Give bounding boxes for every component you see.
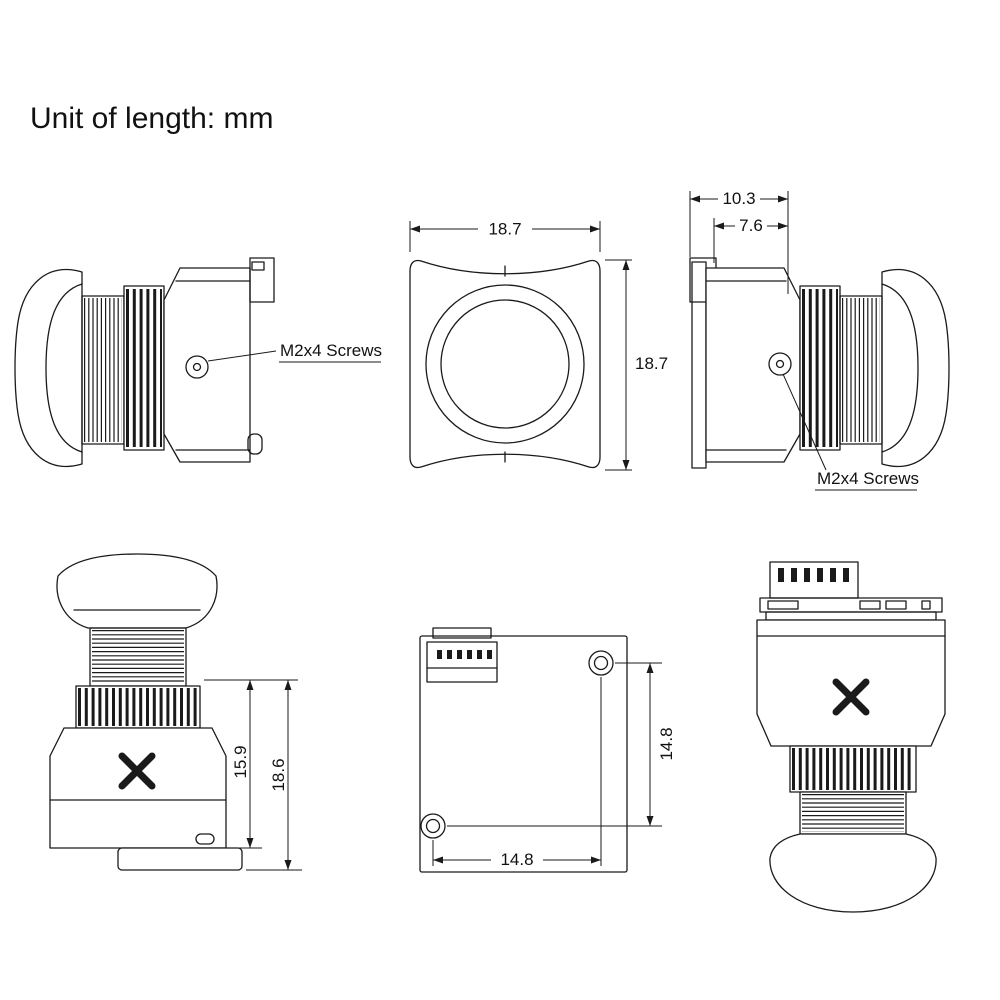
dim-hole-spacing-horizontal: 14.8 xyxy=(432,677,602,869)
knurl-ring xyxy=(789,745,917,793)
view-side-left: M2x4 Screws xyxy=(14,257,382,468)
arrow-right-icon xyxy=(778,195,788,203)
camera-body xyxy=(49,727,227,849)
mount-hole-icon xyxy=(588,650,614,676)
page-title: Unit of length: mm xyxy=(30,102,273,135)
arrow-up-icon xyxy=(284,680,292,690)
connector-pin-icon xyxy=(457,650,462,659)
lens-bezel-circle xyxy=(425,284,585,444)
lens-dome-outline xyxy=(56,553,218,629)
screw-hole-center-icon xyxy=(775,359,785,369)
horizontal-hole-spacing-value: 14.8 xyxy=(500,850,533,869)
screw-leader-line xyxy=(207,350,277,362)
arrow-down-icon xyxy=(622,460,630,470)
arrow-up-icon xyxy=(622,260,630,270)
camera-body xyxy=(705,267,801,463)
total-height-value: 18.6 xyxy=(269,758,288,791)
connector-pin-icon xyxy=(843,568,849,582)
front-height-value: 18.7 xyxy=(635,354,668,373)
rear-connector-block xyxy=(249,257,275,303)
smd-component xyxy=(859,600,881,610)
arrow-left-icon xyxy=(433,856,443,864)
screw-hole-icon xyxy=(768,352,792,376)
connector-pin-icon xyxy=(778,568,784,582)
connector-pin-icon xyxy=(477,650,482,659)
dim-hole-spacing-vertical: 14.8 xyxy=(447,662,676,827)
camera-body xyxy=(756,619,946,747)
dim-body-height: 15.9 xyxy=(204,679,298,849)
front-housing-outline xyxy=(409,259,601,469)
arrow-down-icon xyxy=(246,838,254,848)
lens-inner-arc xyxy=(881,283,919,453)
arrow-up-icon xyxy=(646,663,654,673)
connector-body xyxy=(426,641,498,683)
outer-depth-value: 10.3 xyxy=(722,189,755,208)
dim-depth-inner: 7.6 xyxy=(714,216,788,235)
arrow-up-icon xyxy=(246,680,254,690)
x-logo-icon xyxy=(832,678,870,716)
arrow-right-icon xyxy=(778,222,788,230)
lens-outline xyxy=(881,268,950,468)
dim-depth-outer: 10.3 xyxy=(689,189,789,294)
smd-component xyxy=(885,600,907,610)
lens-outline xyxy=(14,268,83,468)
screw-hole-icon xyxy=(185,355,209,379)
view-front: 18.7 18.7 xyxy=(409,220,668,471)
rear-connector-detail xyxy=(251,261,265,271)
screw-hole-center-icon xyxy=(192,362,202,372)
connector-pin-icon xyxy=(437,650,442,659)
screw-leader-line xyxy=(782,373,827,471)
body-height-value: 15.9 xyxy=(231,745,250,778)
connector-lip xyxy=(432,627,492,639)
knurl-ring xyxy=(75,685,201,729)
knurl-ring xyxy=(123,285,165,451)
smd-component xyxy=(921,600,931,610)
connector-pin-icon xyxy=(487,650,492,659)
view-standing-rear xyxy=(756,561,946,913)
arrow-right-icon xyxy=(591,856,601,864)
lens-inner-arc xyxy=(45,283,83,453)
knurl-ring xyxy=(799,285,841,451)
screw-label: M2x4 Screws xyxy=(817,469,919,488)
vertical-hole-spacing-value: 14.8 xyxy=(657,727,676,760)
connector-pin-icon xyxy=(830,568,836,582)
connector-pin-icon xyxy=(817,568,823,582)
lens-dome-outline xyxy=(769,833,937,913)
screw-label: M2x4 Screws xyxy=(280,341,382,360)
dim-front-width: 18.7 xyxy=(409,220,601,252)
arrow-left-icon xyxy=(690,195,700,203)
body-slot-detail xyxy=(195,833,215,845)
connector-pin-icon xyxy=(447,650,452,659)
connector-pin-icon xyxy=(804,568,810,582)
smd-component xyxy=(767,600,799,610)
arrow-left-icon xyxy=(410,225,420,233)
rear-tab xyxy=(247,433,263,455)
arrow-down-icon xyxy=(646,816,654,826)
dim-front-height: 18.7 xyxy=(605,259,668,471)
arrow-down-icon xyxy=(284,860,292,870)
view-pcb-back: 14.8 14.8 xyxy=(419,627,676,873)
dim-total-height: 18.6 xyxy=(246,680,302,871)
connector-pin-icon xyxy=(467,650,472,659)
mount-hole-inner-icon xyxy=(425,818,441,834)
view-standing-front: 15.9 18.6 xyxy=(49,553,302,871)
connector-pin-icon xyxy=(791,568,797,582)
arrow-right-icon xyxy=(590,225,600,233)
camera-body xyxy=(163,267,251,463)
x-logo-icon xyxy=(118,752,156,790)
arrow-left-icon xyxy=(714,222,724,230)
mount-foot xyxy=(117,847,243,871)
mount-hole-inner-icon xyxy=(593,655,609,671)
mount-hole-icon xyxy=(420,813,446,839)
lens-glass-circle xyxy=(440,299,570,429)
inner-depth-value: 7.6 xyxy=(739,216,763,235)
front-width-value: 18.7 xyxy=(488,220,521,239)
pcb-board-outline xyxy=(419,635,628,873)
view-side-right: M2x4 Screws 10.3 7.6 xyxy=(689,189,950,491)
